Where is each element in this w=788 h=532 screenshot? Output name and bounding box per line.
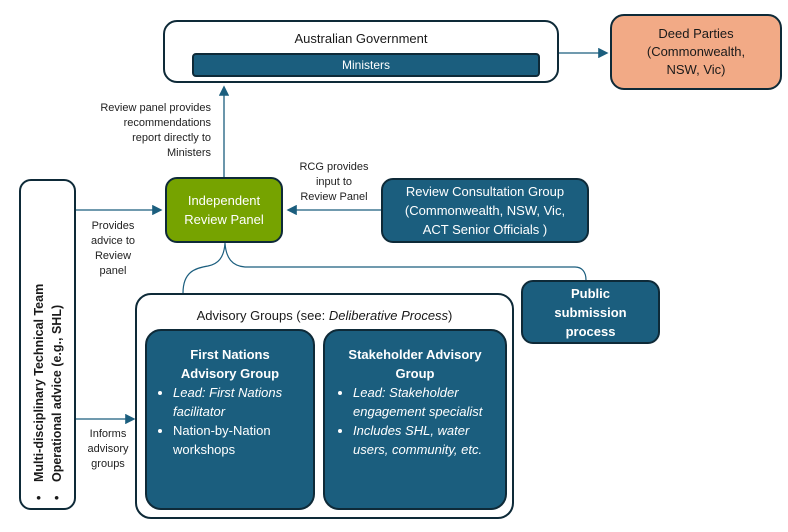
deed-parties-box[interactable]: Deed Parties (Commonwealth, NSW, Vic) xyxy=(610,14,782,90)
technical-team-item2: Operational advice (e.g., SHL) xyxy=(49,304,64,482)
stakeholder-list: Lead: Stakeholder engagement specialist … xyxy=(333,383,497,459)
ministers-box[interactable]: Ministers xyxy=(192,53,540,77)
review-panel-note-line3: report directly to xyxy=(132,132,211,144)
rcg-line1: Review Consultation Group xyxy=(405,184,565,199)
first-nations-title1: First Nations xyxy=(190,347,270,362)
stakeholder-bullet1: Lead: Stakeholder engagement specialist xyxy=(353,383,497,421)
informs-line2: advisory xyxy=(87,443,129,455)
technical-team-box[interactable]: • Multi-disciplinary Technical Team • Oper… xyxy=(19,179,76,510)
public-line2: submission xyxy=(554,304,627,320)
brace-panel-to-groups xyxy=(182,242,587,294)
first-nations-box[interactable]: First Nations Advisory Group Lead: First… xyxy=(145,329,315,510)
bullet-icon: • xyxy=(49,495,64,500)
advisory-title-prefix: Advisory Groups (see: xyxy=(196,308,329,323)
provides-advice-line3: Review xyxy=(94,250,132,262)
first-nations-title: First Nations Advisory Group xyxy=(153,345,307,383)
australian-government-title: Australian Government xyxy=(294,31,428,46)
provides-advice-line4: panel xyxy=(99,265,127,277)
deed-parties-line2: (Commonwealth, xyxy=(646,44,746,59)
rcg-line2: (Commonwealth, NSW, Vic, xyxy=(404,203,566,218)
deed-parties-line3: NSW, Vic) xyxy=(666,62,726,77)
rcg-note-line3: Review Panel xyxy=(300,191,368,203)
first-nations-bullet2: Nation-by-Nation workshops xyxy=(173,421,307,459)
stakeholder-title: Stakeholder Advisory Group xyxy=(333,345,497,383)
informs-note: Informs advisory groups xyxy=(80,427,136,472)
first-nations-list: Lead: First Nations facilitator Nation-b… xyxy=(153,383,307,459)
stakeholder-bullet2: Includes SHL, water users, community, et… xyxy=(353,421,497,459)
stakeholder-box[interactable]: Stakeholder Advisory Group Lead: Stakeho… xyxy=(323,329,507,510)
advisory-groups-box: Advisory Groups (see: Deliberative Proce… xyxy=(135,293,514,519)
ministers-label: Ministers xyxy=(341,58,390,72)
rcg-note: RCG provides input to Review Panel xyxy=(290,160,378,205)
stakeholder-title2: Group xyxy=(395,366,435,381)
public-submission-box[interactable]: Public submission process xyxy=(521,280,660,344)
deed-parties-line1: Deed Parties xyxy=(658,26,734,41)
stakeholder-title1: Stakeholder Advisory xyxy=(348,347,482,362)
rcg-line3: ACT Senior Officials ) xyxy=(422,222,548,237)
technical-team-content: • Multi-disciplinary Technical Team • Oper… xyxy=(30,190,66,500)
advisory-title-suffix: ) xyxy=(448,308,453,323)
independent-review-panel-box[interactable]: Independent Review Panel xyxy=(165,177,283,243)
rcg-note-line2: input to xyxy=(315,176,353,188)
public-line1: Public xyxy=(570,285,610,301)
bullet-icon: • xyxy=(31,495,46,500)
panel-line2: Review Panel xyxy=(184,212,264,227)
provides-advice-line1: Provides xyxy=(91,220,135,232)
informs-line1: Informs xyxy=(89,428,127,440)
provides-advice-line2: advice to xyxy=(90,235,136,247)
australian-government-box: Australian Government Ministers xyxy=(163,20,559,83)
first-nations-bullet1: Lead: First Nations facilitator xyxy=(173,383,307,421)
rcg-note-line1: RCG provides xyxy=(299,161,369,173)
advisory-groups-title: Advisory Groups (see: Deliberative Proce… xyxy=(137,308,512,323)
review-panel-note-line4: Ministers xyxy=(166,147,211,159)
review-panel-note: Review panel provides recommendations re… xyxy=(60,101,211,161)
review-panel-note-line1: Review panel provides xyxy=(100,102,211,114)
advisory-title-link[interactable]: Deliberative Process xyxy=(328,308,449,323)
panel-line1: Independent xyxy=(187,193,261,208)
technical-team-item1: Multi-disciplinary Technical Team xyxy=(31,283,46,482)
public-line3: process xyxy=(565,323,616,339)
provides-advice-note: Provides advice to Review panel xyxy=(80,219,146,279)
first-nations-title2: Advisory Group xyxy=(180,366,280,381)
informs-line3: groups xyxy=(91,458,125,470)
review-consultation-group-box[interactable]: Review Consultation Group (Commonwealth,… xyxy=(381,178,589,243)
review-panel-note-line2: recommendations xyxy=(123,117,211,129)
